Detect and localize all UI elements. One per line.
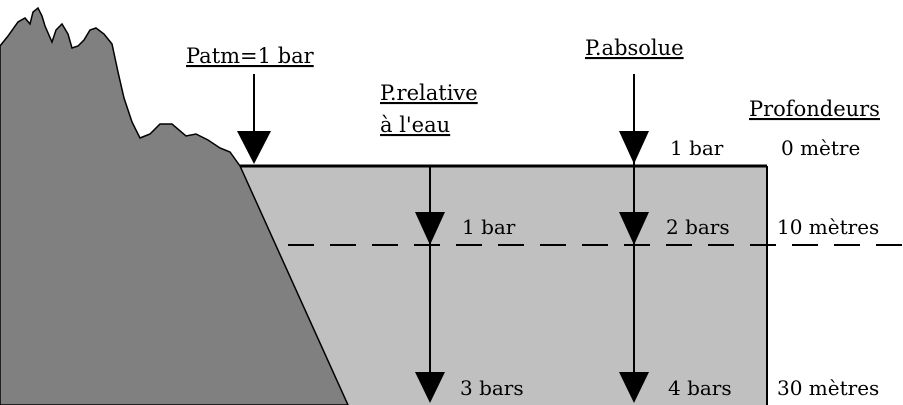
header-profondeurs: Profondeurs bbox=[749, 97, 880, 121]
header-relative-line2: à l'eau bbox=[380, 113, 450, 137]
surface-depth-label: 0 mètre bbox=[781, 136, 860, 160]
header-absolue: P.absolue bbox=[585, 36, 684, 60]
header-relative-line1: P.relative bbox=[380, 81, 478, 105]
surface-absolute-label: 1 bar bbox=[670, 136, 724, 160]
level-30m-depth-label: 30 mètres bbox=[777, 376, 879, 400]
absolue-arrow-head-10m-icon bbox=[619, 212, 649, 245]
level-30m-relative-label: 3 bars bbox=[460, 376, 524, 400]
relative-arrow-head-10m-icon bbox=[415, 212, 445, 245]
absolue-arrow-head-30m-icon bbox=[619, 372, 649, 403]
level-10m-relative-label: 1 bar bbox=[462, 215, 516, 239]
header-patm: Patm=1 bar bbox=[186, 44, 315, 68]
level-10m-absolute-label: 2 bars bbox=[666, 215, 730, 239]
level-30m-absolute-label: 4 bars bbox=[668, 376, 732, 400]
level-10m-depth-label: 10 mètres bbox=[777, 215, 879, 239]
absolue-arrow-head-surface-icon bbox=[619, 131, 649, 164]
cliff bbox=[0, 6, 349, 405]
patm-arrow-head-icon bbox=[237, 131, 271, 164]
relative-arrow-head-30m-icon bbox=[415, 372, 445, 403]
